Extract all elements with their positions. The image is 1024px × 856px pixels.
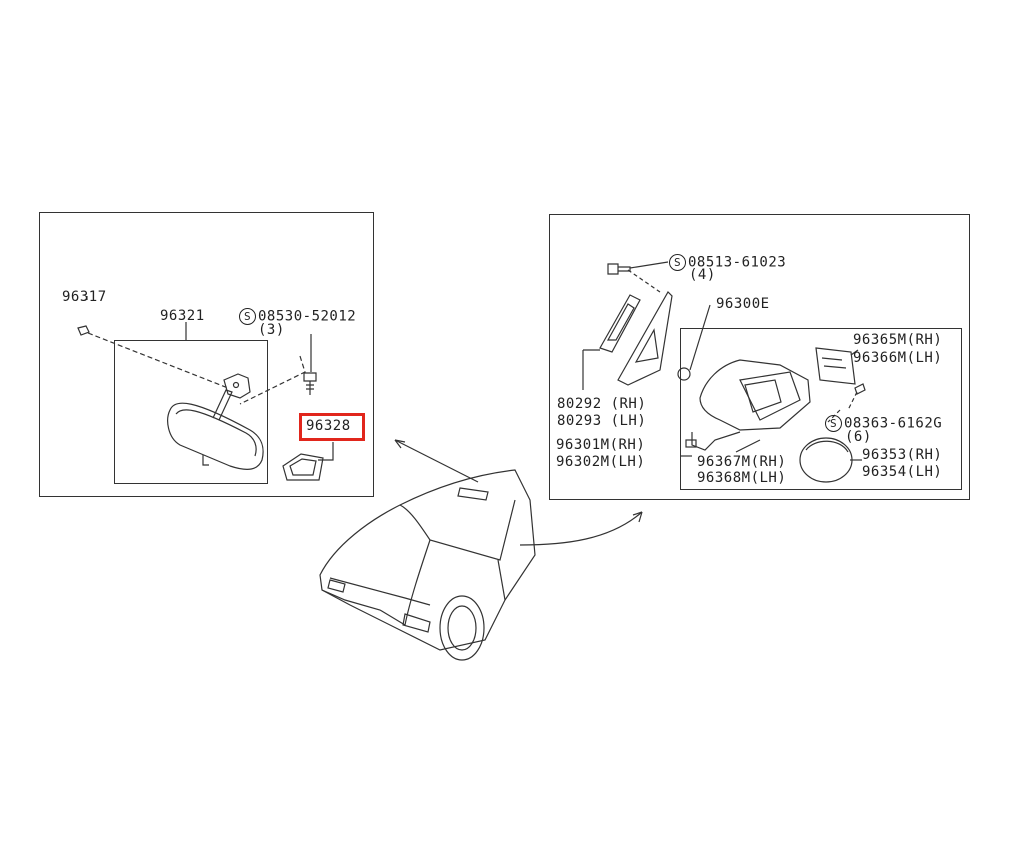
car-icon bbox=[319, 469, 536, 661]
bolt-qty: (4) bbox=[689, 267, 716, 283]
right-inner-box bbox=[680, 328, 962, 490]
part-label-96353: 96353(RH) bbox=[862, 447, 943, 463]
part-label-96300E: 96300E bbox=[716, 296, 770, 312]
bolt-code: 08513-61023 bbox=[688, 254, 787, 271]
mirror-clip-icon bbox=[282, 453, 324, 481]
screw2-qty: (6) bbox=[845, 429, 872, 445]
part-label-80292: 80292 (RH) bbox=[557, 396, 647, 412]
part-label-96328[interactable]: 96328 bbox=[306, 418, 351, 434]
part-label-96366M: 96366M(LH) bbox=[853, 350, 943, 366]
part-label-96368M: 96368M(LH) bbox=[697, 470, 787, 486]
left-inner-box bbox=[114, 340, 268, 484]
part-label-96301M: 96301M(RH) bbox=[556, 437, 646, 453]
arrow-icon bbox=[394, 439, 643, 546]
s-symbol-icon: S bbox=[825, 415, 842, 432]
screw-code: 08530-52012 bbox=[258, 308, 357, 325]
screw2-code: 08363-6162G bbox=[844, 415, 943, 432]
screw-qty: (3) bbox=[258, 322, 285, 338]
s-symbol-icon: S bbox=[239, 308, 256, 325]
part-label-96321: 96321 bbox=[160, 308, 205, 324]
s-symbol-icon: S bbox=[669, 254, 686, 271]
door-mirror-icon bbox=[599, 291, 673, 386]
part-label-80293: 80293 (LH) bbox=[557, 413, 647, 429]
bolt-icon bbox=[607, 263, 631, 275]
screw-icon bbox=[303, 372, 317, 395]
part-label-96365M: 96365M(RH) bbox=[853, 332, 943, 348]
highlight-box-96328 bbox=[299, 413, 365, 441]
part-label-96302M: 96302M(LH) bbox=[556, 454, 646, 470]
part-label-96354: 96354(LH) bbox=[862, 464, 943, 480]
part-label-96317: 96317 bbox=[62, 289, 107, 305]
part-label-96367M: 96367M(RH) bbox=[697, 454, 787, 470]
clip-icon bbox=[77, 325, 90, 336]
rearview-mirror-icon bbox=[167, 373, 264, 470]
